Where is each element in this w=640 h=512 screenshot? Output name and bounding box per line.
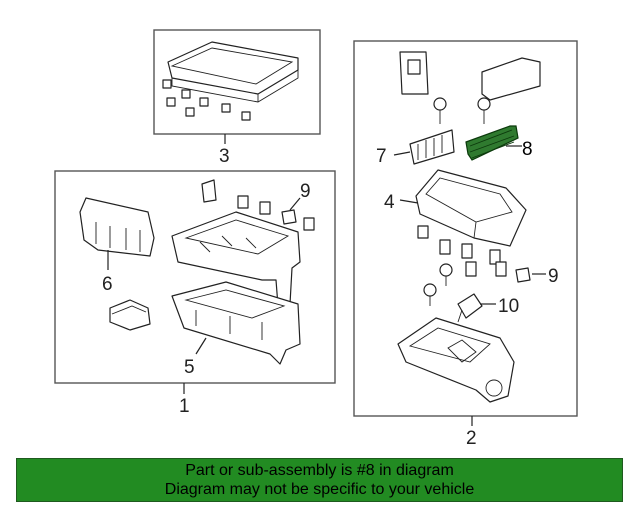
callout-6[interactable]: 6 [102, 274, 113, 295]
callout-5[interactable]: 5 [184, 357, 195, 378]
part-bolts [433, 97, 491, 124]
part-9-clip-right[interactable] [515, 267, 531, 283]
part-4-housing[interactable] [415, 169, 527, 247]
leader-9a [289, 197, 301, 211]
part-5-lower-box[interactable] [171, 281, 301, 365]
part-cap-top [481, 57, 541, 101]
part-relay-clips [417, 225, 507, 306]
part-6-panel[interactable] [79, 197, 155, 257]
info-banner: Part or sub-assembly is #8 in diagram Di… [16, 458, 623, 502]
callout-10[interactable]: 10 [498, 296, 519, 317]
part-group-3: 3 [153, 29, 321, 167]
leader-7 [393, 151, 411, 156]
callout-2[interactable]: 2 [466, 428, 477, 449]
callout-4[interactable]: 4 [384, 192, 395, 213]
part-base-box[interactable] [397, 317, 515, 403]
callout-1[interactable]: 1 [179, 396, 190, 417]
leader-5 [195, 337, 207, 355]
part-3-cover[interactable] [167, 41, 299, 103]
part-3-clips [162, 79, 251, 121]
part-10-relay[interactable] [457, 293, 483, 323]
part-9-clip-left[interactable] [281, 209, 297, 225]
part-connector-top [399, 51, 429, 95]
part-group-2: 7 8 4 9 [353, 40, 578, 449]
leader-4 [399, 199, 419, 204]
part-relay-blocks [201, 179, 315, 231]
callout-8[interactable]: 8 [522, 139, 533, 160]
part-fuse-small [109, 299, 151, 331]
part-8-highlighted[interactable] [465, 125, 519, 161]
banner-line-1: Part or sub-assembly is #8 in diagram [185, 462, 454, 479]
part-group-1: 6 9 5 1 [54, 170, 336, 417]
parts-diagram: 3 6 9 5 [54, 29, 578, 449]
part-7-fuse-block[interactable] [409, 129, 455, 165]
callout-3[interactable]: 3 [219, 146, 230, 167]
callout-7[interactable]: 7 [376, 146, 387, 167]
callout-9-right[interactable]: 9 [548, 266, 559, 287]
callout-9-left[interactable]: 9 [300, 181, 311, 202]
banner-line-2: Diagram may not be specific to your vehi… [164, 481, 475, 498]
